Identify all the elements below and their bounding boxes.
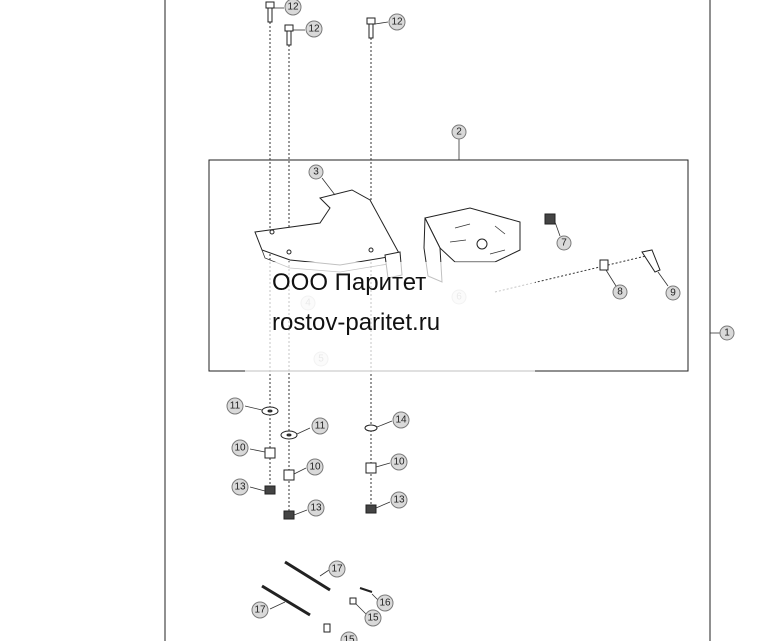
svg-text:16: 16 — [379, 598, 391, 609]
bolt-12-b — [284, 24, 294, 46]
callout-13-b: 13 — [307, 499, 325, 517]
callout-9: 9 — [665, 285, 681, 301]
callout-12-c: 12 — [388, 13, 406, 31]
leader-9 — [657, 271, 669, 287]
mount-slot-a — [454, 223, 471, 229]
leader-13a — [249, 486, 266, 492]
leader-10b — [293, 467, 307, 475]
nut-13-a — [264, 485, 276, 495]
watermark-website: rostov-paritet.ru — [272, 309, 441, 336]
nut-13-c — [365, 504, 377, 514]
spacer-10-a — [264, 447, 276, 459]
callout-17-b: 17 — [251, 601, 269, 619]
callout-3: 3 — [308, 164, 324, 180]
leader-10c — [375, 462, 391, 468]
callout-1: 1 — [719, 325, 735, 341]
spacer-8 — [599, 259, 609, 271]
mount-slot-b — [494, 225, 506, 235]
svg-text:10: 10 — [234, 443, 246, 454]
leader-13b — [293, 509, 308, 516]
axis-horizontal — [494, 254, 651, 293]
bracket-hole-b — [286, 249, 292, 255]
clip-15-b — [323, 623, 331, 633]
callout-10-a: 10 — [231, 439, 249, 457]
leader-3 — [321, 177, 336, 196]
svg-text:9: 9 — [670, 288, 676, 299]
leader-8 — [605, 269, 617, 287]
callout-11-b: 11 — [311, 417, 329, 435]
callout-12-b: 12 — [305, 20, 323, 38]
svg-text:8: 8 — [617, 287, 623, 298]
bracket-hole-a — [269, 229, 275, 235]
callout-2: 2 — [451, 124, 467, 140]
svg-text:12: 12 — [287, 2, 299, 13]
svg-text:17: 17 — [254, 605, 266, 616]
svg-text:12: 12 — [308, 24, 320, 35]
svg-text:15: 15 — [343, 635, 355, 641]
watermark-backdrop — [245, 262, 535, 372]
washer-14 — [364, 424, 378, 432]
callout-14: 14 — [392, 411, 410, 429]
callout-15-a: 15 — [364, 609, 382, 627]
leader-13c — [375, 501, 391, 509]
screw-16 — [359, 587, 373, 593]
svg-text:13: 13 — [234, 482, 246, 493]
leader-14 — [376, 420, 393, 428]
spacer-10-c — [365, 462, 377, 474]
callout-13-a: 13 — [231, 478, 249, 496]
bolt-12-a — [265, 1, 275, 23]
washer-11-a-hole — [267, 409, 273, 413]
svg-text:1: 1 — [724, 328, 730, 339]
svg-text:3: 3 — [313, 167, 319, 178]
svg-text:11: 11 — [230, 401, 241, 412]
callout-12-a: 12 — [284, 0, 302, 16]
cable-tie-17-b — [261, 584, 311, 617]
leader-17b — [269, 601, 286, 610]
svg-text:2: 2 — [456, 127, 462, 138]
bracket-plate-3 — [254, 189, 401, 266]
leader-12c — [374, 21, 389, 25]
mount-slot-d — [489, 249, 506, 255]
svg-text:17: 17 — [331, 564, 343, 575]
nut-7 — [544, 213, 556, 225]
callout-10-b: 10 — [306, 458, 324, 476]
callout-16: 16 — [376, 594, 394, 612]
callout-7: 7 — [556, 235, 572, 251]
clip-15-a — [349, 597, 357, 605]
callout-17-a: 17 — [328, 560, 346, 578]
svg-text:13: 13 — [393, 495, 405, 506]
washer-11-b-hole — [286, 433, 292, 437]
svg-text:14: 14 — [395, 415, 407, 426]
bracket-hole-c — [368, 247, 374, 253]
mount-center-hole — [476, 238, 488, 250]
svg-text:11: 11 — [315, 421, 326, 432]
bolt-12-c — [366, 17, 376, 39]
leader-7 — [554, 221, 561, 237]
svg-text:13: 13 — [310, 503, 322, 514]
mount-slot-c — [449, 239, 467, 243]
callout-13-c: 13 — [390, 491, 408, 509]
svg-text:12: 12 — [391, 17, 403, 28]
svg-text:7: 7 — [561, 238, 567, 249]
svg-text:10: 10 — [393, 457, 405, 468]
leader-15 — [355, 603, 367, 615]
watermark-company-name: ООО Паритет — [272, 269, 427, 296]
leader-11a — [244, 405, 263, 411]
cable-tie-17-a — [284, 560, 331, 592]
callout-8: 8 — [612, 284, 628, 300]
spacer-10-b — [283, 469, 295, 481]
lever-9 — [641, 249, 661, 273]
leader-11b — [296, 427, 311, 435]
leader-10a — [249, 448, 266, 453]
leader-16 — [371, 593, 379, 601]
svg-text:15: 15 — [367, 613, 379, 624]
nut-13-b — [283, 510, 295, 520]
callout-10-c: 10 — [390, 453, 408, 471]
callout-15-b: 15 — [340, 631, 358, 641]
svg-text:10: 10 — [309, 462, 321, 473]
leader-17a — [319, 569, 330, 577]
mount-plate-6 — [424, 207, 521, 263]
callout-11-a: 11 — [226, 397, 244, 415]
